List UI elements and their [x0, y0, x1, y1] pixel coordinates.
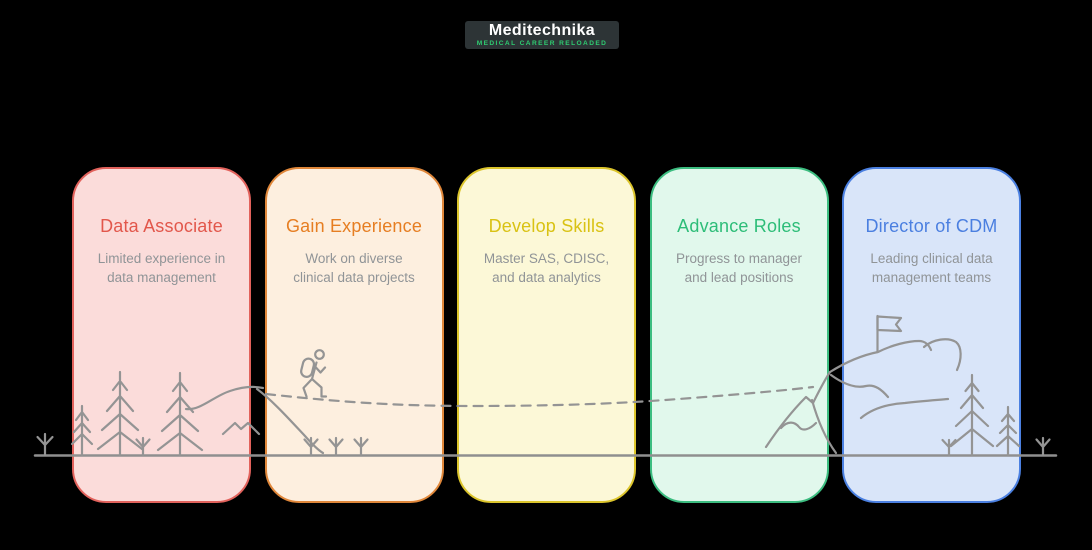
brand-tagline: MEDICAL CAREER RELOADED	[476, 39, 608, 47]
brand-logo: Meditechnika MEDICAL CAREER RELOADED	[465, 21, 619, 49]
card-advance-roles: Advance Roles Progress to manager and le…	[649, 167, 829, 503]
card-title: Advance Roles	[677, 216, 801, 236]
card-title: Develop Skills	[488, 216, 605, 236]
card-description: Progress to manager and lead positions	[675, 251, 803, 285]
card-title: Gain Experience	[285, 216, 423, 236]
sprout-icon	[36, 432, 54, 457]
card-description: Limited experience in data management	[97, 251, 226, 285]
card-gain-experience: Gain Experience Work on diverse clinical…	[264, 167, 444, 503]
card-title: Data Associate	[100, 216, 223, 236]
card-title: Director of CDM	[865, 216, 998, 236]
brand-name: Meditechnika	[488, 21, 596, 39]
card-description: Leading clinical data management teams	[870, 251, 993, 285]
card-director-of-cdm: Director of CDM Leading clinical data ma…	[842, 167, 1021, 503]
card-data-associate: Data Associate Limited experience in dat…	[72, 167, 251, 503]
sprout-icon	[1035, 436, 1051, 457]
card-develop-skills: Develop Skills Master SAS, CDISC, and da…	[457, 167, 636, 503]
card-description: Master SAS, CDISC, and data analytics	[483, 251, 610, 285]
card-description: Work on diverse clinical data projects	[293, 251, 415, 285]
